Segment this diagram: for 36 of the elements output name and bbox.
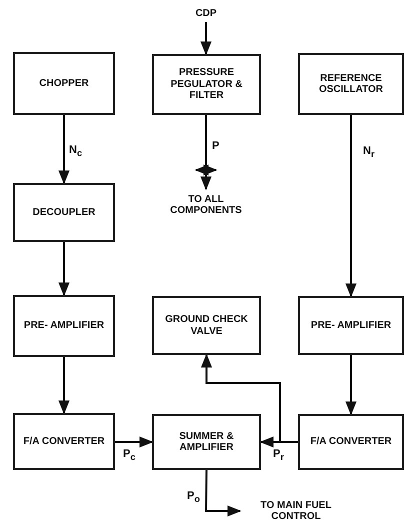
box-label: DECOUPLER — [32, 206, 96, 218]
process-box — [13, 183, 115, 242]
flow-label: TO ALL COMPONENTS — [160, 189, 252, 221]
arrow — [58, 115, 70, 184]
box-label: GROUND CHECK VALVE — [164, 314, 249, 337]
box-label: REFERENCE OSCILLATOR — [318, 72, 384, 96]
box-label: PRE- AMPLIFIER — [310, 320, 392, 332]
arrow — [115, 436, 154, 448]
process-box — [298, 296, 404, 355]
arrow — [200, 115, 212, 190]
process-box — [152, 54, 261, 115]
edge-label: N$_{c}$ — [68, 144, 84, 160]
process-box — [298, 53, 404, 115]
arrow — [58, 357, 70, 414]
arrow — [345, 115, 357, 298]
box-label: CHOPPER — [39, 78, 89, 90]
flow-label: TO MAIN FUEL CONTROL — [240, 496, 352, 526]
box-label: SUMMER & AMPLIFIER — [178, 430, 235, 454]
box-label: F/A CONVERTER — [310, 436, 392, 448]
process-box — [13, 52, 115, 115]
box-label: F/A CONVERTER — [23, 436, 105, 448]
edge-label: P$_{c}$ — [122, 448, 136, 464]
arrow — [200, 354, 298, 443]
process-box — [13, 295, 115, 357]
arrow — [200, 22, 212, 56]
arrow — [58, 242, 70, 296]
process-box — [13, 413, 115, 470]
edge-label: P$_{o}$ — [186, 490, 201, 506]
box-label: PRESSURE PEGULATOR & FILTER — [170, 67, 244, 102]
process-box — [298, 414, 404, 470]
box-label: PRE- AMPLIFIER — [24, 320, 104, 332]
arrow — [345, 355, 357, 416]
flow-label: CDP — [188, 6, 224, 22]
arrow — [204, 470, 242, 517]
process-box — [152, 296, 261, 355]
process-box — [152, 414, 261, 470]
